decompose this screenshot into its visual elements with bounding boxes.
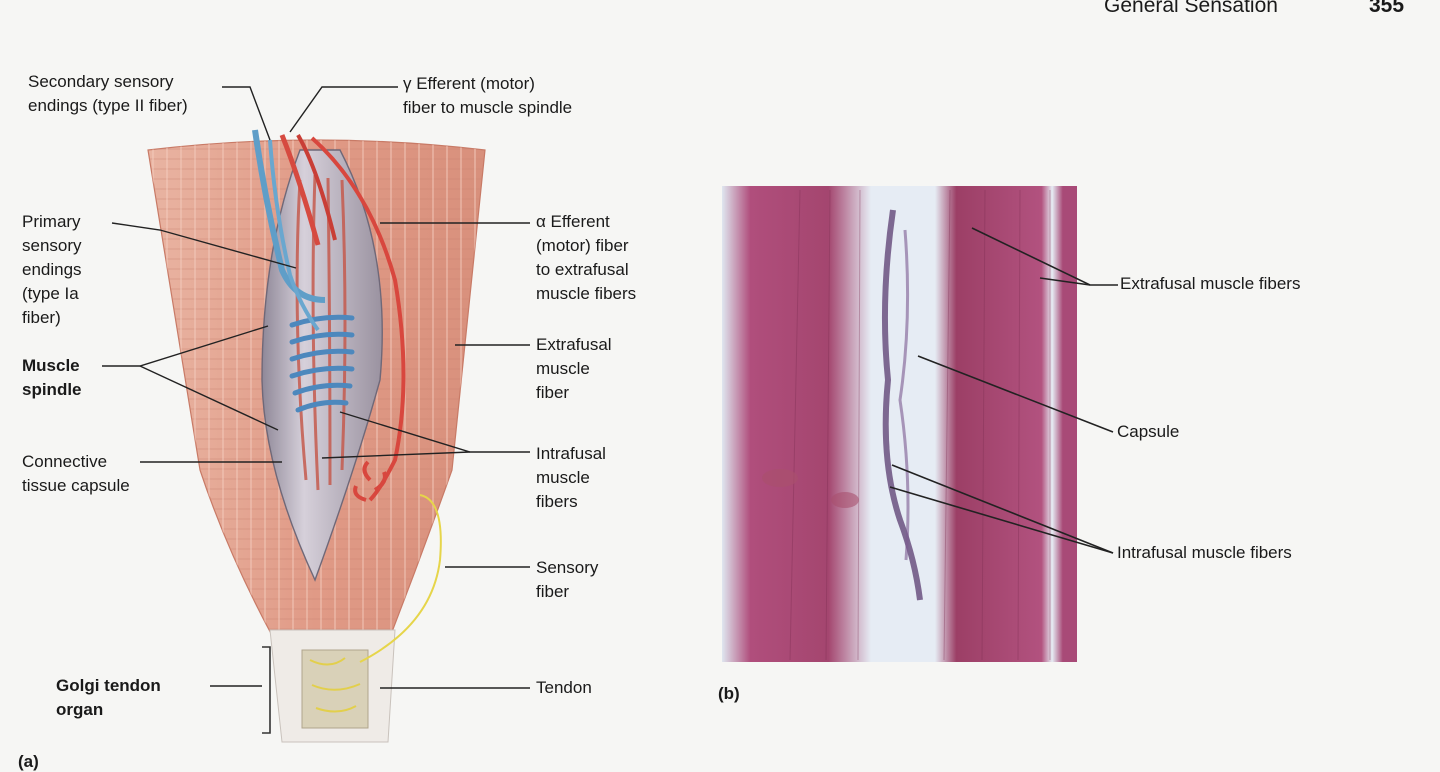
label-histo-intrafusal-fibers: Intrafusal muscle fibers	[1117, 543, 1292, 562]
label-connective-tissue-capsule: Connective tissue capsule	[22, 452, 130, 495]
label-extrafusal-muscle-fiber: Extrafusal muscle fiber	[536, 335, 612, 402]
label-secondary-sensory-endings: Secondary sensory endings (type II fiber…	[28, 72, 188, 115]
label-tendon: Tendon	[536, 678, 592, 697]
alpha-efferent-fiber-shape	[310, 136, 406, 502]
label-intrafusal-muscle-fibers: Intrafusal muscle fibers	[536, 444, 606, 511]
page-number: 355	[1369, 0, 1405, 17]
histology-micrograph	[722, 186, 1077, 662]
muscle-spindle-shape	[261, 149, 383, 582]
label-sensory-fiber: Sensory fiber	[536, 558, 599, 601]
label-golgi-tendon-organ: Golgi tendon organ	[56, 676, 161, 719]
label-histo-extrafusal-fibers: Extrafusal muscle fibers	[1120, 274, 1301, 293]
panel-a-letter: (a)	[18, 752, 39, 771]
label-gamma-efferent-fiber: γ Efferent (motor) fiber to muscle spind…	[403, 74, 573, 117]
label-alpha-efferent-fiber: α Efferent (motor) fiber to extrafusal m…	[536, 212, 637, 303]
label-muscle-spindle: Muscle spindle	[22, 356, 82, 399]
label-primary-sensory-endings: Primary sensory endings (type Ia fiber)	[22, 212, 82, 327]
page-header-title: General Sensation	[1104, 0, 1278, 17]
sensory-fiber-shape	[359, 494, 442, 663]
label-histo-capsule: Capsule	[1117, 422, 1180, 441]
panel-b-letter: (b)	[718, 684, 740, 703]
